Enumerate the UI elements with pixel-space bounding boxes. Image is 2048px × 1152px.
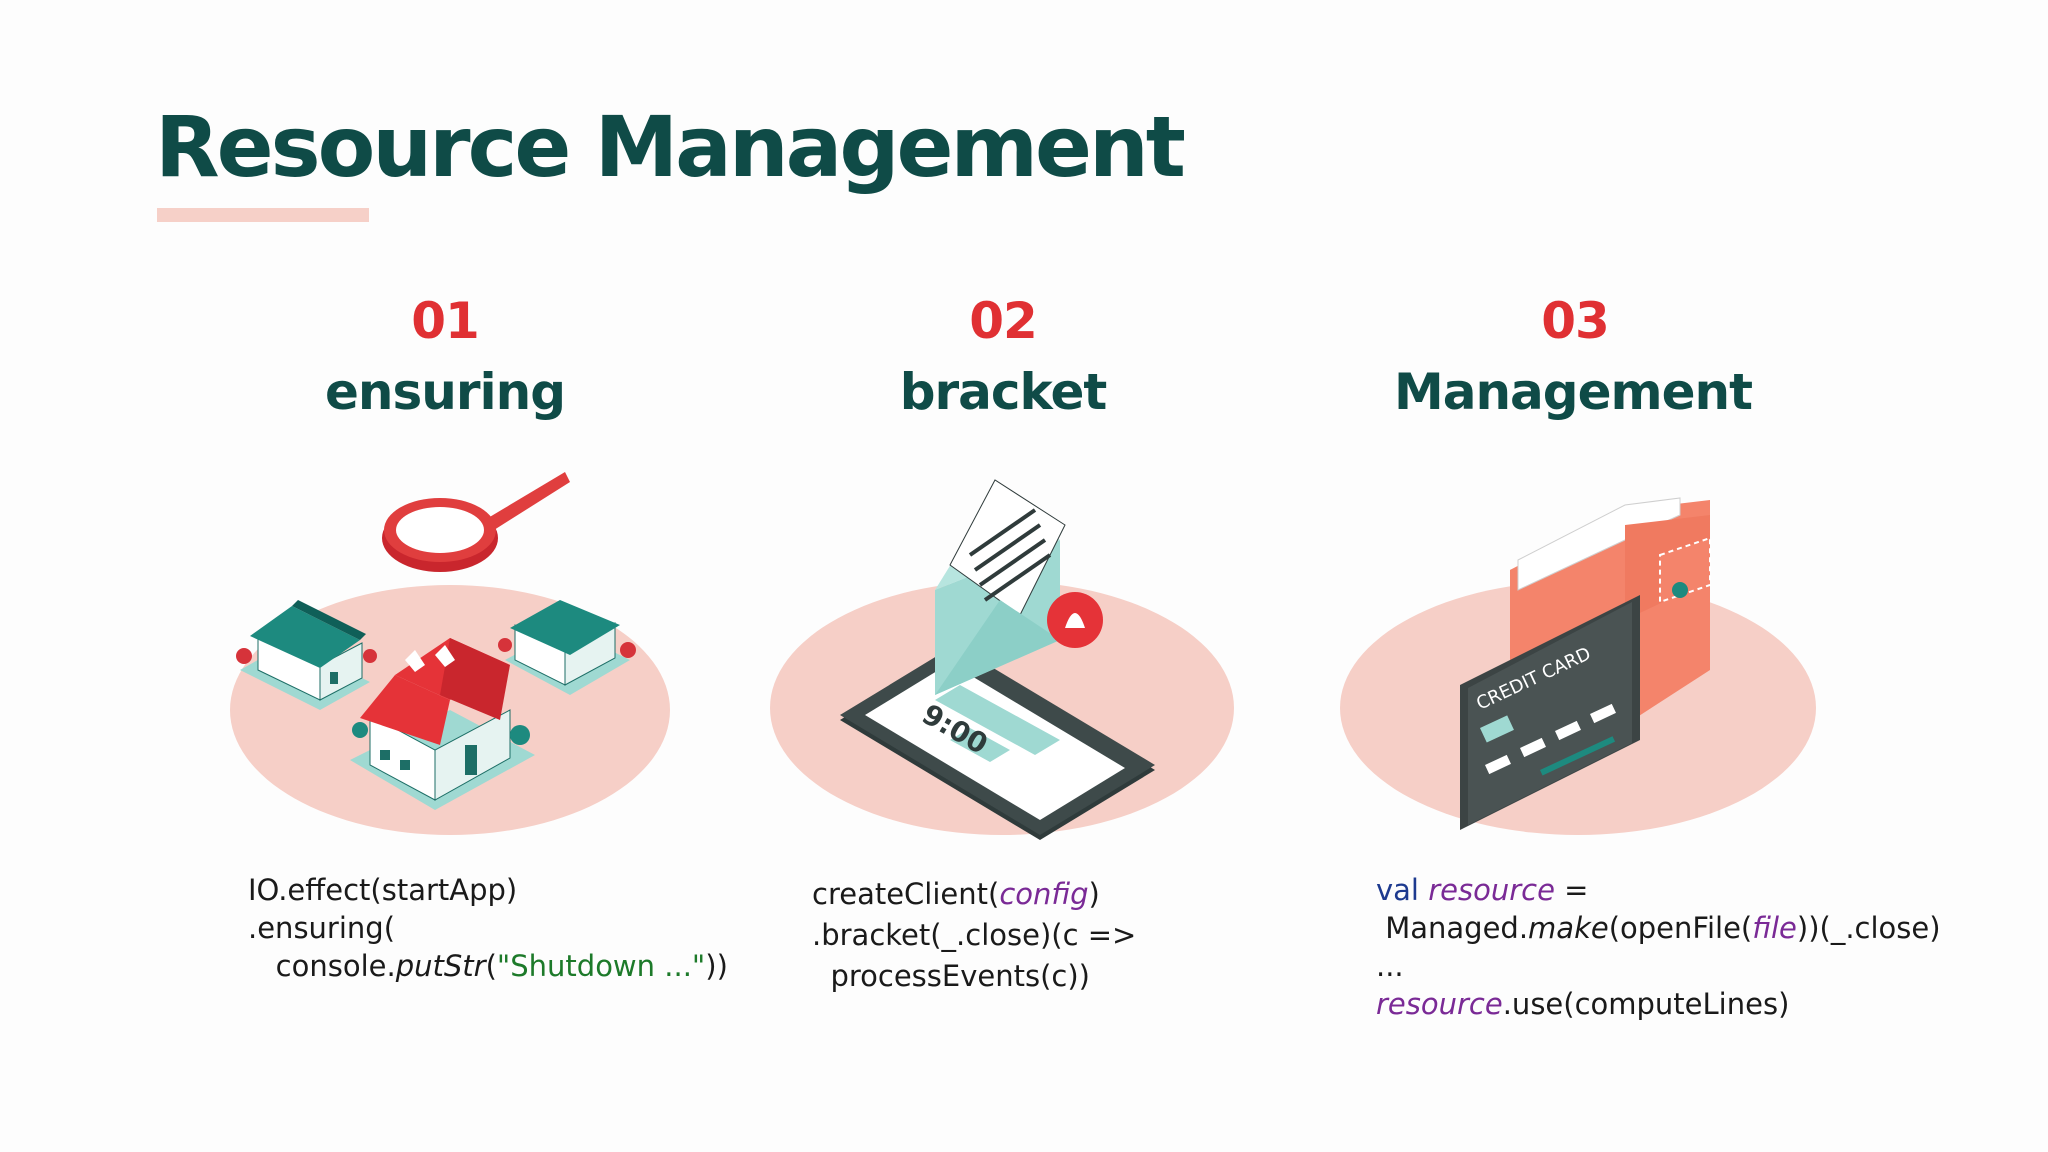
- code-param: config: [999, 877, 1089, 911]
- column-3-code: val resource = Managed.make(openFile(fil…: [1376, 871, 1941, 1023]
- code-text: =: [1554, 873, 1589, 907]
- code-keyword: val: [1376, 873, 1419, 907]
- column-2-number: 02: [969, 292, 1038, 350]
- code-text: console.: [275, 949, 396, 983]
- wallet-credit-card-icon: CREDIT CARD: [1340, 497, 1816, 835]
- code-method: putStr: [395, 949, 486, 983]
- code-line: .bracket(_.close)(c =>: [812, 918, 1137, 952]
- house-front-icon: [350, 638, 535, 810]
- house-left-icon: [236, 600, 377, 710]
- code-param: file: [1752, 911, 1797, 945]
- houses-magnifier-icon: [230, 472, 670, 835]
- code-line: processEvents(c)): [830, 959, 1090, 993]
- column-2-code: createClient(config) .bracket(_.close)(c…: [812, 874, 1136, 997]
- column-3-number: 03: [1541, 292, 1610, 350]
- title-underline: [157, 208, 369, 222]
- code-text: )): [705, 949, 728, 983]
- house-right-icon: [498, 600, 636, 695]
- code-line: IO.effect(startApp): [248, 873, 518, 907]
- code-text: (: [485, 949, 497, 983]
- credit-card-icon: CREDIT CARD: [1460, 595, 1640, 830]
- column-2-title: bracket: [899, 363, 1108, 421]
- column-1-code: IO.effect(startApp) .ensuring( console.p…: [248, 871, 728, 985]
- code-text: ): [1088, 877, 1100, 911]
- code-variable: resource: [1428, 873, 1555, 907]
- envelope-icon: [935, 479, 1103, 695]
- code-string: "Shutdown ...": [496, 949, 706, 983]
- column-3-title: Management: [1393, 363, 1753, 421]
- code-line: ...: [1376, 949, 1404, 983]
- code-text: createClient(: [812, 877, 1000, 911]
- code-text: ))(_.close): [1796, 911, 1941, 945]
- code-line: .ensuring(: [248, 911, 396, 945]
- column-1-title: ensuring: [324, 363, 566, 421]
- page-title: Resource Management: [155, 98, 1186, 196]
- code-text: Managed.: [1385, 911, 1529, 945]
- code-method: make: [1528, 911, 1609, 945]
- code-text: (openFile(: [1608, 911, 1753, 945]
- magnifier-icon: [382, 472, 570, 572]
- phone-icon: 9:00: [840, 645, 1155, 840]
- column-1-number: 01: [411, 292, 480, 350]
- envelope-phone-icon: 9:00: [770, 479, 1234, 840]
- code-text: .use(computeLines): [1502, 987, 1790, 1021]
- code-variable: resource: [1376, 987, 1503, 1021]
